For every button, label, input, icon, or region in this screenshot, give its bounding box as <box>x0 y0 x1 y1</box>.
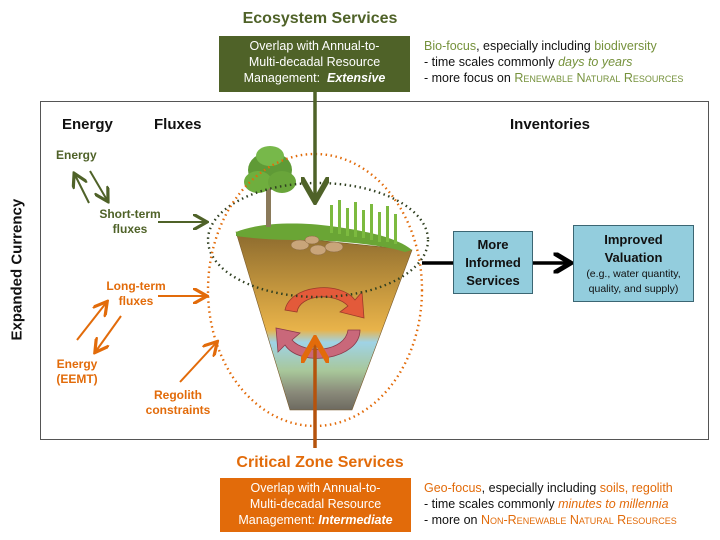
diagram-frame <box>40 101 709 440</box>
critical-zone-overlap-box: Overlap with Annual-to- Multi-decadal Re… <box>220 478 411 532</box>
notes-text: , especially including <box>476 39 595 53</box>
bio-focus: Bio-focus <box>424 39 477 53</box>
eemt-line1: Energy <box>56 357 98 371</box>
ecosystem-services-title: Ecosystem Services <box>242 10 398 27</box>
biodiversity: biodiversity <box>594 39 657 53</box>
regolith-line2: constraints <box>145 403 211 417</box>
non-renewable-resources: Non-Renewable Natural Resources <box>480 513 677 527</box>
time-scale-cz: minutes to millennia <box>558 497 669 511</box>
notes-text: - more on <box>424 513 481 527</box>
arrow-regolith-to-cz <box>179 343 216 383</box>
short-term-fluxes-label: Short-term fluxes <box>96 207 164 237</box>
cz-box-line2: Multi-decadal Resource <box>249 497 382 511</box>
cycle-arrow-upper <box>284 287 365 319</box>
critical-zone-notes: Geo-focus, especially including soils, r… <box>424 480 677 528</box>
arrow-down-eemt <box>96 315 122 351</box>
ecosystem-extent: Extensive <box>327 71 386 85</box>
arrow-up-longterm <box>76 303 106 341</box>
ecosystem-box-line3-prefix: Management: <box>243 71 321 85</box>
valuation-line1: Improved <box>604 232 663 247</box>
long-term-line1: Long-term <box>106 279 166 293</box>
energy-header: Energy <box>62 116 113 133</box>
eemt-line2: (EEMT) <box>56 372 98 386</box>
short-term-line1: Short-term <box>99 207 161 221</box>
valuation-line2: Valuation <box>604 250 663 265</box>
informed-line2: Informed <box>465 255 521 270</box>
arrow-up-energy <box>75 175 90 204</box>
renewable-resources: Renewable Natural Resources <box>514 71 684 85</box>
grass-surface <box>236 223 412 252</box>
grass-icon <box>330 200 397 244</box>
ecosystem-notes: Bio-focus, especially including biodiver… <box>424 38 683 86</box>
soils-regolith: soils, regolith <box>599 481 673 495</box>
valuation-line4: quality, and supply) <box>588 283 679 295</box>
more-informed-services-box: More Informed Services <box>453 231 533 294</box>
tree-icon <box>244 146 296 227</box>
cz-box-line3-prefix: Management: <box>238 513 315 527</box>
long-term-line2: fluxes <box>118 294 154 308</box>
notes-text: - time scales commonly <box>424 55 559 69</box>
notes-text: - time scales commonly <box>424 497 559 511</box>
long-term-fluxes-label: Long-term fluxes <box>100 279 172 309</box>
cz-box-line1: Overlap with Annual-to- <box>250 481 381 495</box>
energy-label-green: Energy <box>56 148 97 162</box>
soil-profile <box>235 231 413 411</box>
time-scale-eco: days to years <box>558 55 633 69</box>
cz-extent: Intermediate <box>318 513 393 527</box>
geo-focus: Geo-focus <box>424 481 482 495</box>
ecosystem-box-line2: Multi-decadal Resource <box>248 55 381 69</box>
informed-line3: Services <box>466 273 520 288</box>
improved-valuation-box: Improved Valuation (e.g., water quantity… <box>573 225 694 302</box>
informed-line1: More <box>477 237 509 252</box>
cycle-arrow-lower <box>275 327 361 359</box>
valuation-line3: (e.g., water quantity, <box>586 268 681 280</box>
ecosystem-boundary <box>206 181 430 299</box>
ecosystem-box-line1: Overlap with Annual-to- <box>249 39 380 53</box>
arrow-down-shortterm <box>89 170 107 200</box>
notes-text: , especially including <box>481 481 600 495</box>
ecosystem-overlap-box: Overlap with Annual-to- Multi-decadal Re… <box>219 36 410 92</box>
inventories-header: Inventories <box>510 116 591 133</box>
rocks-icon <box>290 235 344 256</box>
regolith-line1: Regolith <box>154 388 202 402</box>
short-term-line2: fluxes <box>112 222 148 236</box>
energy-eemt-label: Energy (EEMT) <box>50 357 104 387</box>
regolith-constraints-label: Regolith constraints <box>138 388 218 418</box>
notes-text: - more focus on <box>424 71 515 85</box>
critical-zone-services-title: Critical Zone Services <box>236 454 404 471</box>
fluxes-header: Fluxes <box>154 116 202 133</box>
